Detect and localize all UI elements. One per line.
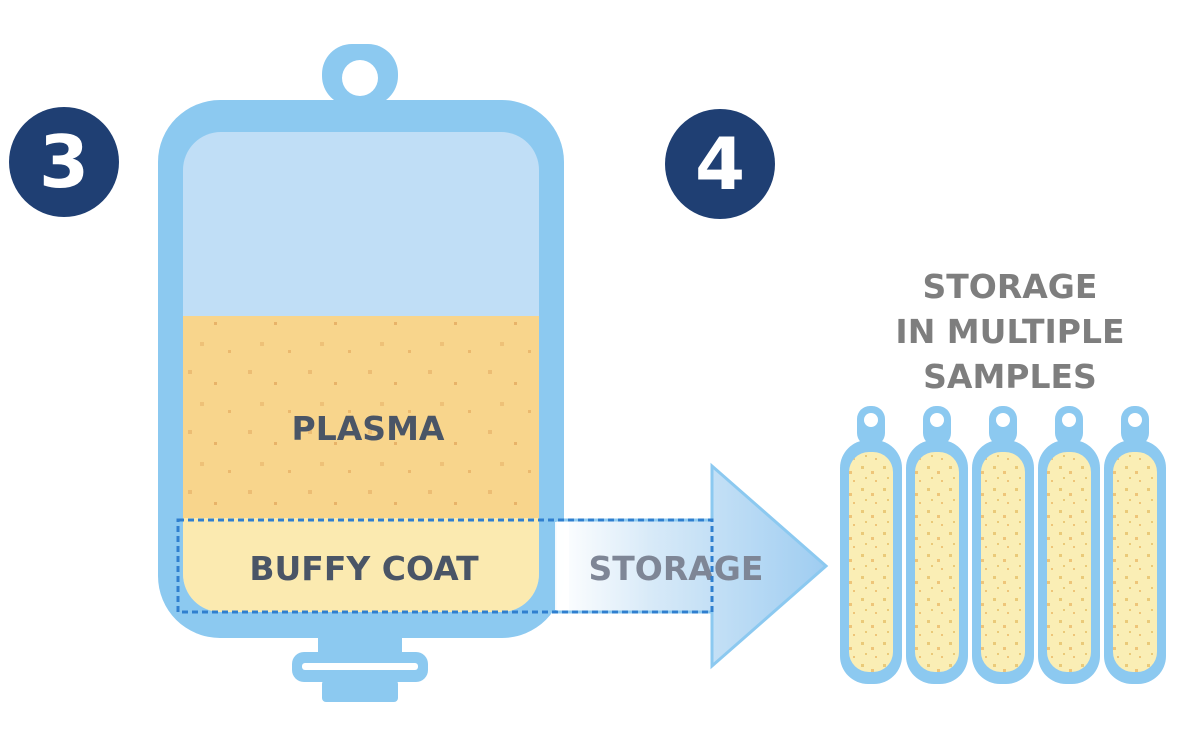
storage-title-line-3: SAMPLES: [923, 357, 1097, 396]
storage-title-line-1: STORAGE: [923, 267, 1098, 306]
step-number-4: 4: [695, 122, 745, 206]
buffy-coat-label: BUFFY COAT: [249, 549, 479, 588]
buffy-coat-layer: [183, 518, 539, 612]
sample-vial: [840, 406, 902, 684]
buffy-coat-highlight: [176, 518, 714, 614]
bag-hanger-loop: [322, 44, 398, 106]
plasma-label: PLASMA: [292, 409, 445, 448]
sample-vial: [972, 406, 1034, 684]
arrow-storage-label: STORAGE: [589, 549, 764, 588]
sample-vial: [906, 406, 968, 684]
step-number-3: 3: [39, 120, 89, 204]
badge-circle: [9, 107, 119, 217]
sample-vial: [1104, 406, 1166, 684]
step-badge-4: 4: [665, 109, 775, 219]
arrow-shape: [553, 462, 829, 670]
bag-bottom-port: [292, 636, 428, 702]
storage-arrow: STORAGE: [553, 462, 829, 670]
sample-vials: [840, 406, 1166, 684]
plasma-speckles: [183, 316, 539, 518]
storage-title-line-2: IN MULTIPLE: [895, 312, 1124, 351]
blood-bag: PLASMA: [158, 44, 564, 702]
sample-vial: [1038, 406, 1100, 684]
badge-circle: [665, 109, 775, 219]
storage-title: STORAGE IN MULTIPLE SAMPLES: [895, 267, 1124, 396]
step-badge-3: 3: [9, 107, 119, 217]
